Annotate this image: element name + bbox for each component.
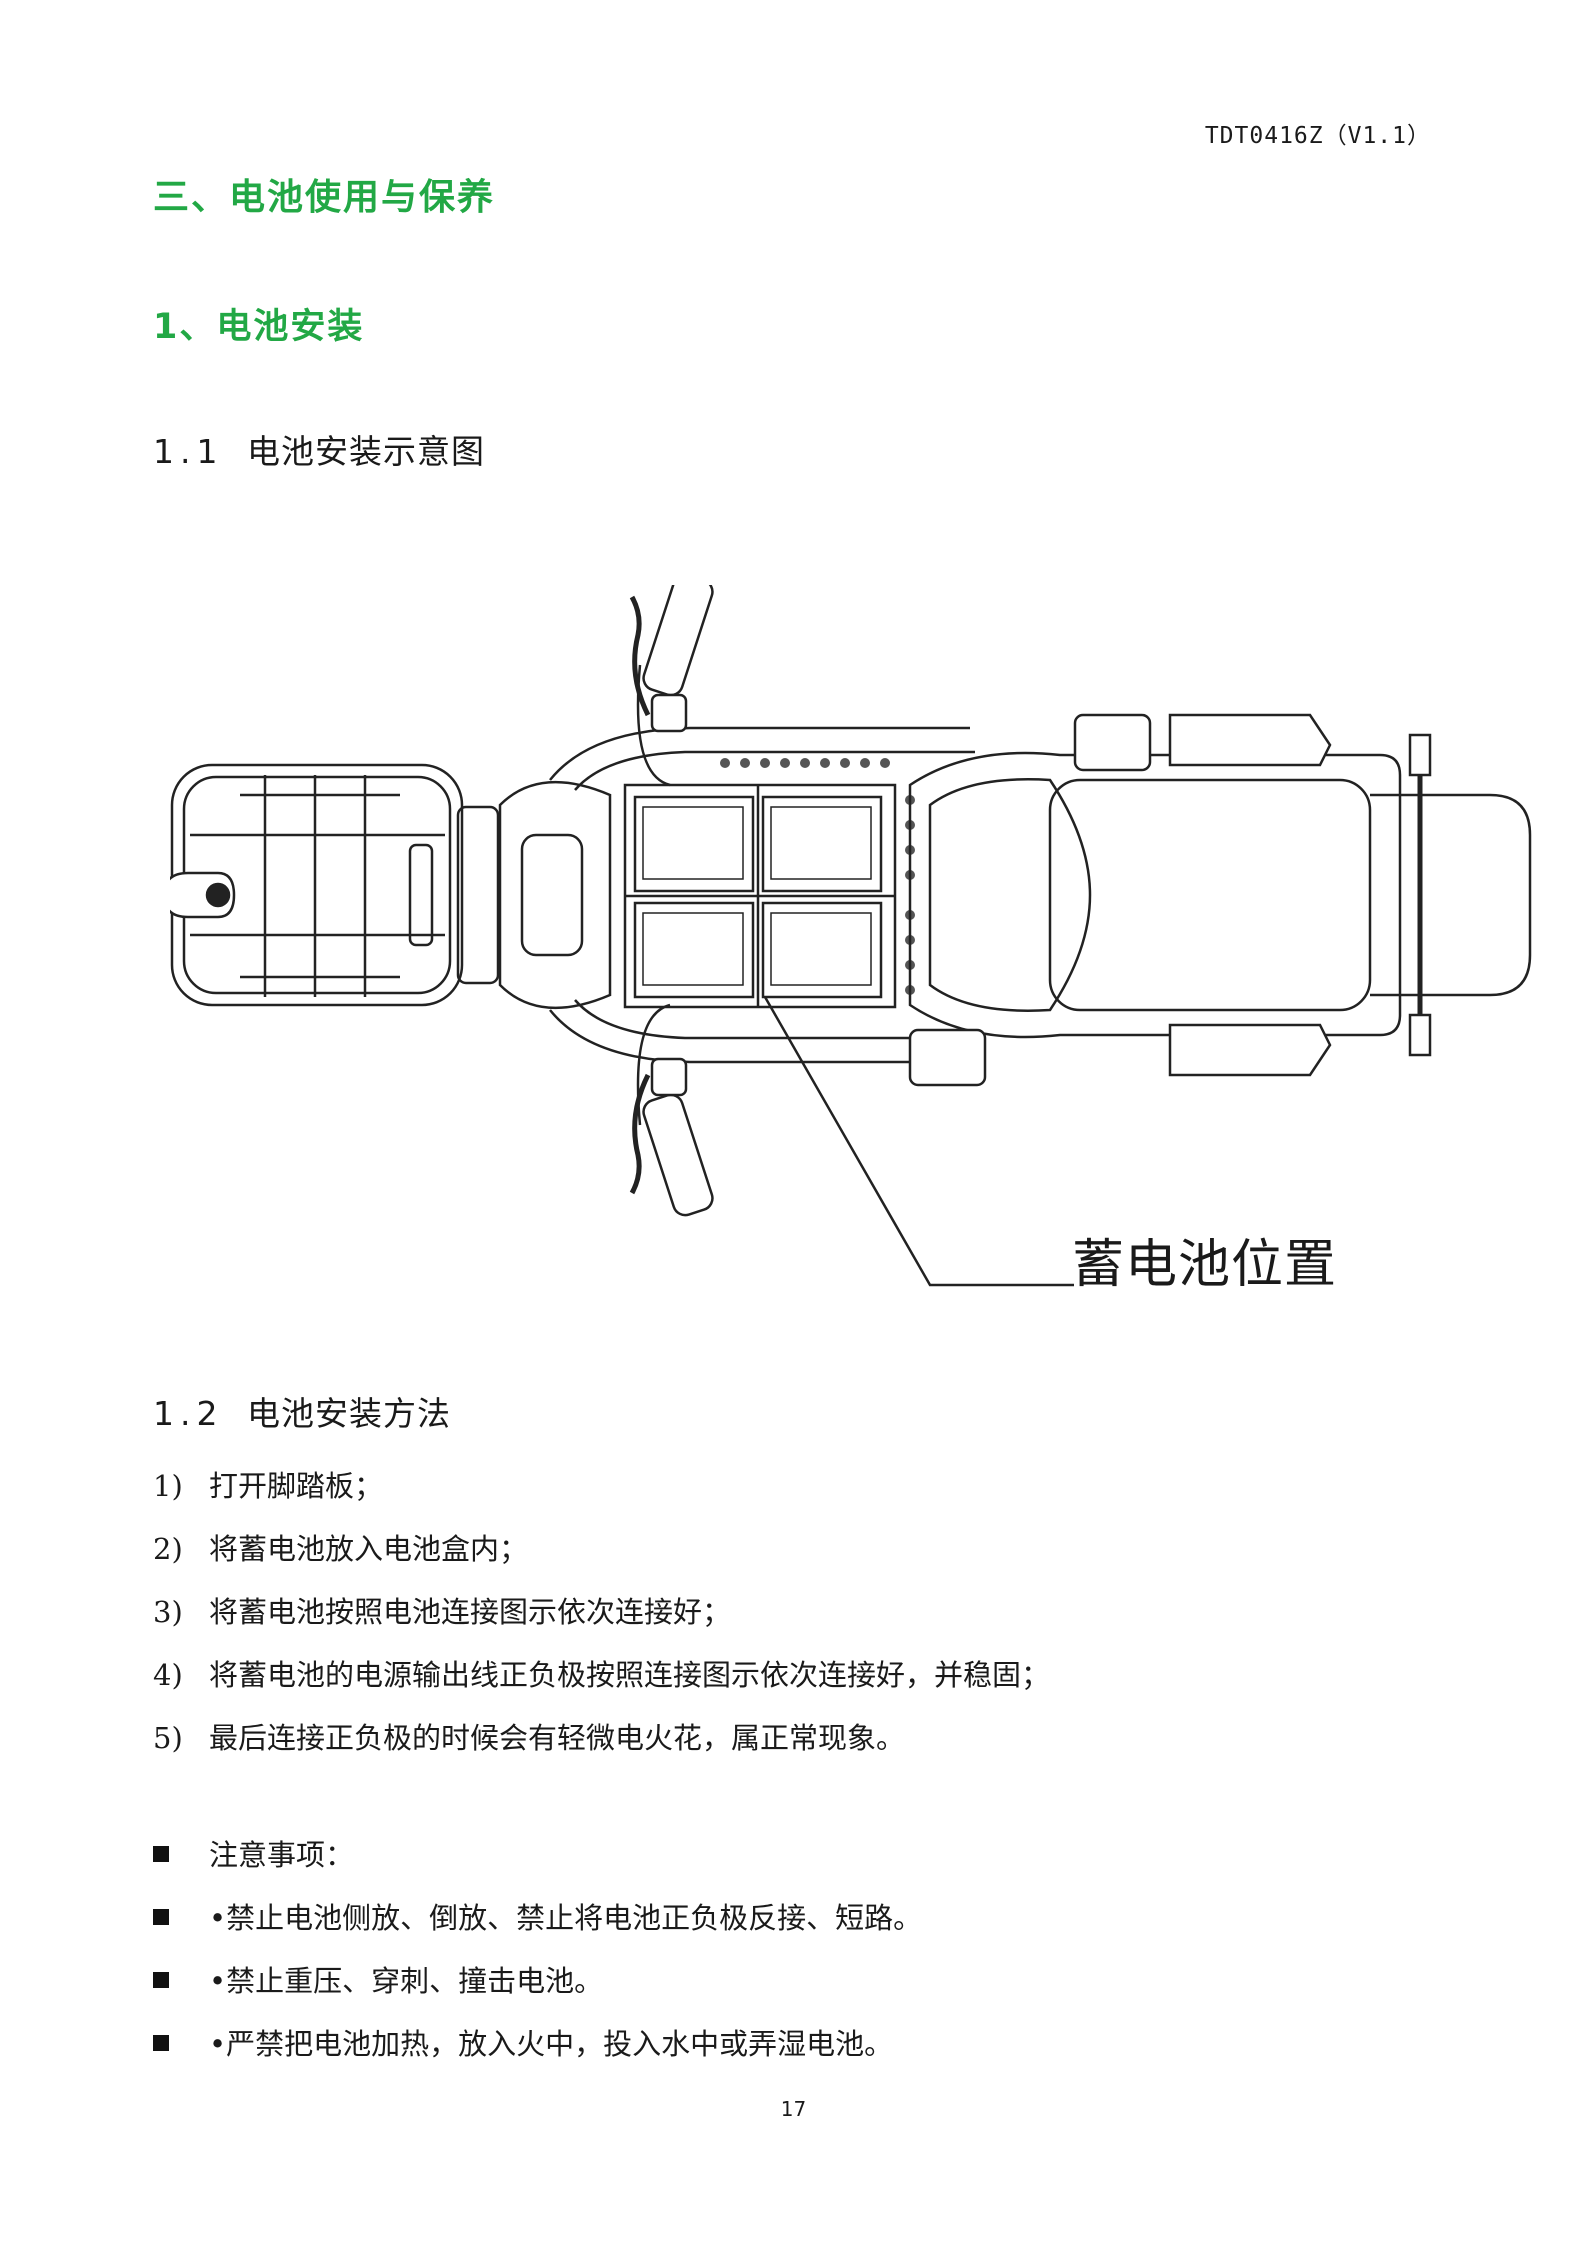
list-item: 5)最后连接正负极的时候会有轻微电火花，属正常现象。 xyxy=(153,1721,906,1755)
diagram-heading: 1.1 电池安装示意图 xyxy=(153,425,485,473)
section-title: 三、电池使用与保养 xyxy=(153,177,496,218)
list-item: 1)打开脚踏板； xyxy=(153,1469,384,1503)
list-item: •禁止重压、穿刺、撞击电池。 xyxy=(153,1950,922,2013)
method-heading: 1.2 电池安装方法 xyxy=(153,1387,451,1435)
footrests xyxy=(908,713,1332,1087)
list-item: •严禁把电池加热，放入火中，投入水中或弄湿电池。 xyxy=(153,2013,922,2076)
callout-label: 蓄电池位置 xyxy=(1072,1235,1338,1295)
rear-carrier-box xyxy=(170,763,464,1007)
document-code: TDT0416Z（V1.1） xyxy=(1204,123,1431,149)
handlebar xyxy=(629,585,714,1217)
method-heading-number: 1.2 xyxy=(153,1394,224,1433)
page-number: 17 xyxy=(780,2097,807,2121)
front-end xyxy=(1370,733,1532,1057)
install-steps-list: 1)打开脚踏板； 2)将蓄电池放入电池盒内； 3)将蓄电池按照电池连接图示依次连… xyxy=(153,1455,1050,1770)
list-item: 3)将蓄电池按照电池连接图示依次连接好； xyxy=(153,1595,732,1629)
list-item: 注意事项： xyxy=(153,1824,922,1887)
notes-list: 注意事项： •禁止电池侧放、倒放、禁止将电池正负极反接、短路。 •禁止重压、穿刺… xyxy=(153,1824,922,2076)
square-bullet-icon xyxy=(153,1846,169,1862)
battery-pack xyxy=(623,783,897,1009)
list-item: 2)将蓄电池放入电池盒内； xyxy=(153,1532,529,1566)
square-bullet-icon xyxy=(153,2035,169,2051)
front-seat xyxy=(908,751,1402,1039)
frame xyxy=(549,726,975,1064)
callout-leader-line xyxy=(763,996,1074,1287)
subsection-title: 1、电池安装 xyxy=(153,307,365,347)
list-item: •禁止电池侧放、倒放、禁止将电池正负极反接、短路。 xyxy=(153,1887,922,1950)
battery-installation-diagram xyxy=(170,585,1532,1287)
rear-seat xyxy=(456,780,612,1010)
square-bullet-icon xyxy=(153,1972,169,1988)
diagram-heading-number: 1.1 xyxy=(153,432,224,471)
square-bullet-icon xyxy=(153,1909,169,1925)
method-heading-title: 电池安装方法 xyxy=(247,1394,451,1433)
diagram-heading-title: 电池安装示意图 xyxy=(247,432,485,471)
list-item: 4)将蓄电池的电源输出线正负极按照连接图示依次连接好，并稳固； xyxy=(153,1658,1051,1692)
